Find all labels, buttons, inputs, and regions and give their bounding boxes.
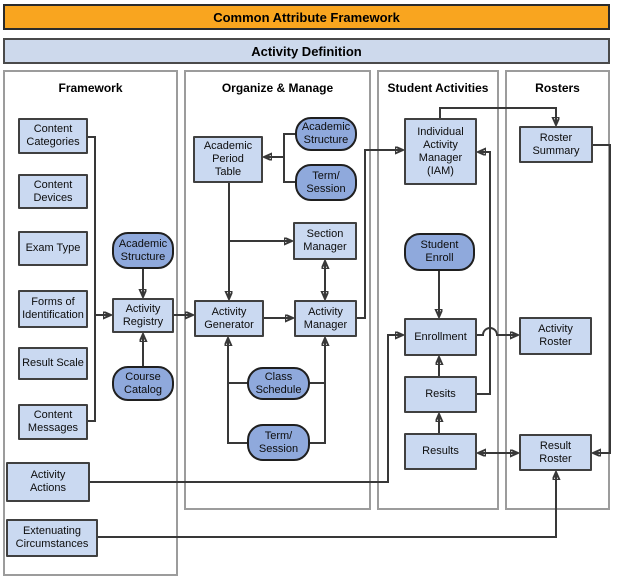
node-resits: Resits [404, 376, 477, 413]
node-exam-type: Exam Type [18, 231, 88, 266]
node-activity-manager: Activity Manager [294, 300, 357, 337]
column-title-framework: Framework [58, 81, 123, 95]
node-term-session-om2: Term/ Session [247, 424, 310, 461]
node-course-catalog: Course Catalog [112, 366, 174, 401]
node-term-session-om: Term/ Session [295, 164, 357, 201]
column-title-student-activities: Student Activities [387, 81, 489, 95]
node-activity-roster: Activity Roster [519, 317, 592, 355]
column-title-organize-manage: Organize & Manage [221, 81, 334, 95]
node-result-roster: Result Roster [519, 434, 592, 471]
node-activity-actions: Activity Actions [6, 462, 90, 502]
node-results: Results [404, 433, 477, 470]
node-academic-structure-om: Academic Structure [295, 117, 357, 151]
node-activity-registry: Activity Registry [112, 298, 174, 333]
node-forms-of-identification: Forms of Identification [18, 290, 88, 328]
node-content-categories: Content Categories [18, 118, 88, 154]
node-academic-structure-fw: Academic Structure [112, 232, 174, 269]
column-title-rosters: Rosters [535, 81, 580, 95]
node-content-devices: Content Devices [18, 174, 88, 209]
node-class-schedule: Class Schedule [247, 367, 310, 400]
node-content-messages: Content Messages [18, 404, 88, 440]
node-student-enroll: Student Enroll [404, 233, 475, 271]
banner-activity-definition: Activity Definition [3, 38, 610, 64]
node-section-manager: Section Manager [293, 222, 357, 260]
node-result-scale: Result Scale [18, 347, 88, 380]
node-roster-summary: Roster Summary [519, 126, 593, 163]
node-enrollment: Enrollment [404, 318, 477, 356]
node-iam: Individual Activity Manager (IAM) [404, 118, 477, 185]
banner-common-attribute-framework: Common Attribute Framework [3, 4, 610, 30]
node-activity-generator: Activity Generator [194, 300, 264, 337]
node-academic-period-table: Academic Period Table [193, 136, 263, 183]
node-extenuating-circumstances: Extenuating Circumstances [6, 519, 98, 557]
